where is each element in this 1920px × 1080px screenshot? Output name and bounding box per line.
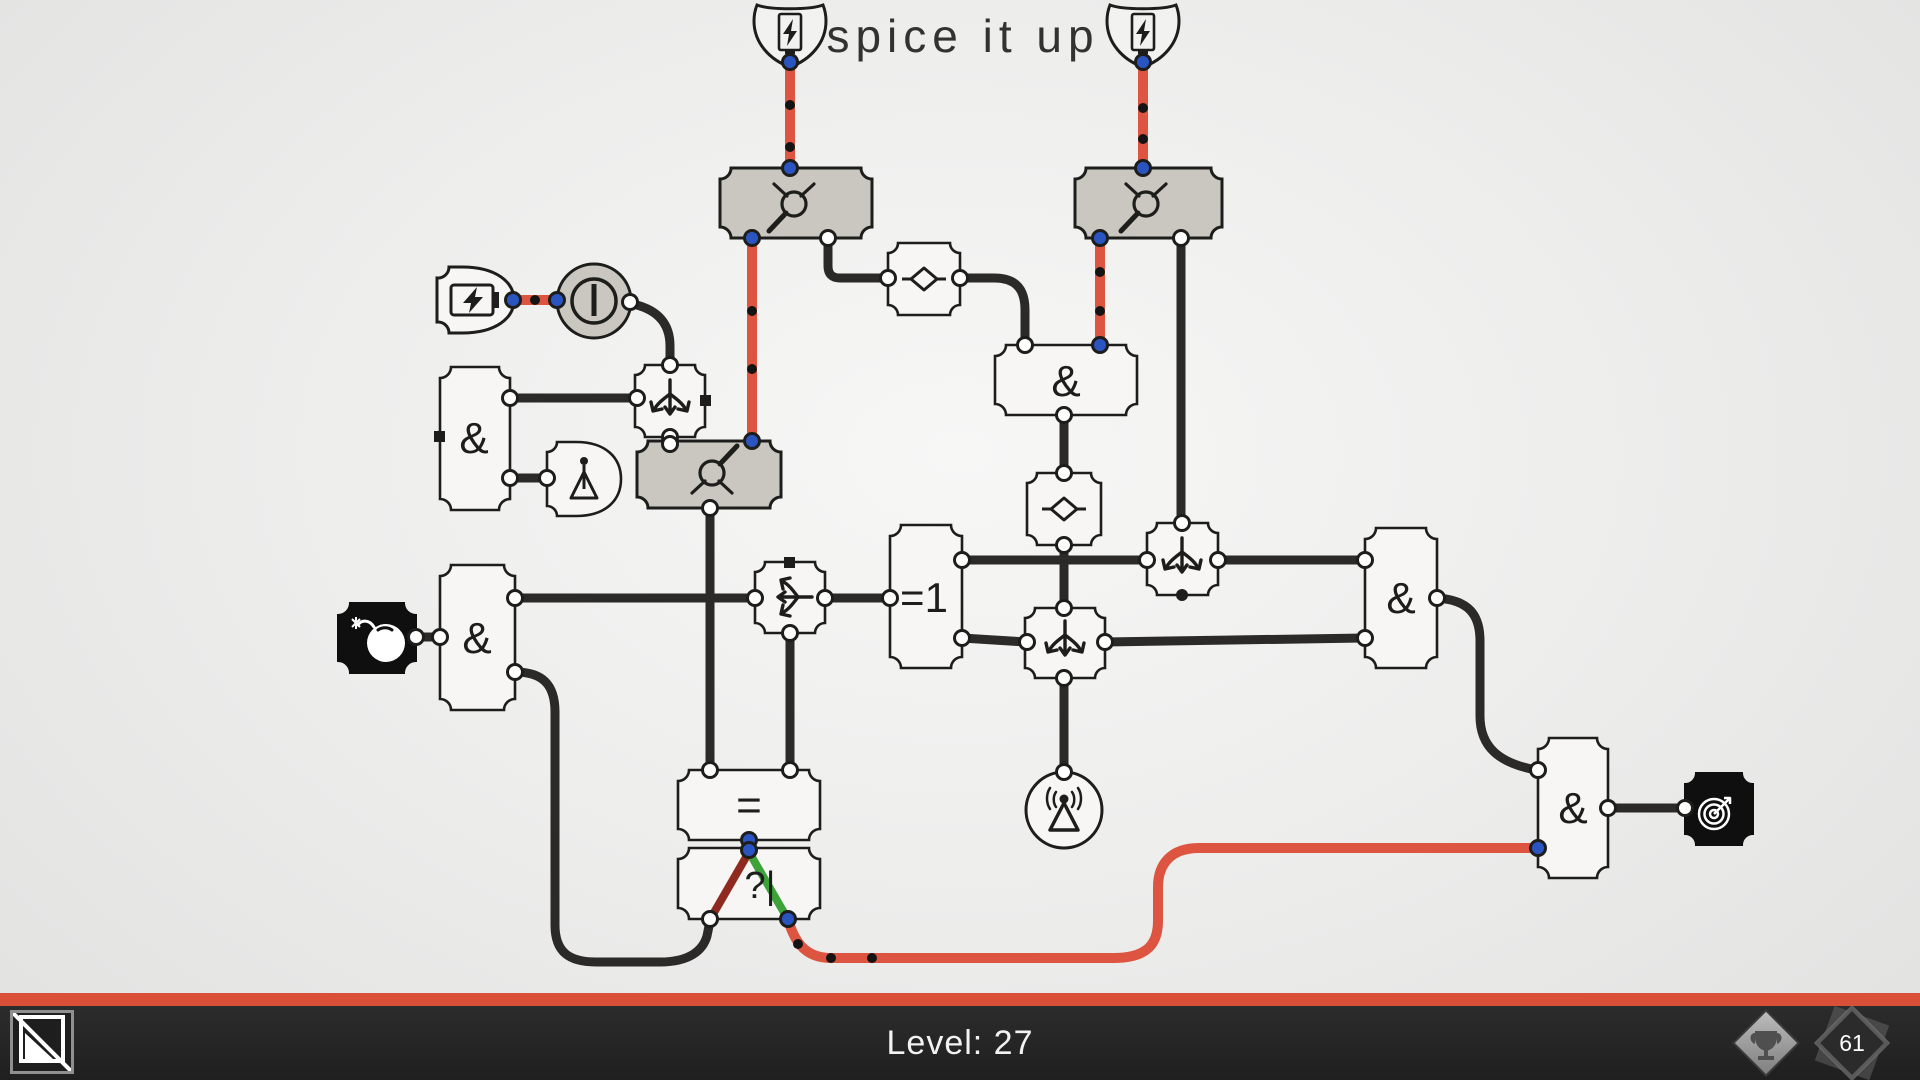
diode-icon [902, 266, 946, 292]
equal-label: = [736, 781, 762, 830]
and-gate-bottom-right: & [1536, 736, 1610, 880]
and-gate-upper-left: & [438, 365, 512, 512]
and-label: & [1386, 574, 1415, 623]
switch-icon [1118, 182, 1168, 234]
wire-power-to-splitter [623, 298, 675, 369]
connector-layer [407, 53, 1694, 928]
splitter-low [1023, 606, 1107, 680]
connector-unused [434, 431, 445, 442]
battery-icon [449, 283, 499, 317]
hud-bar: Level: 27 61 [0, 993, 1920, 1080]
target-icon [1697, 796, 1732, 831]
switch-icon [766, 182, 816, 234]
trophy-icon [1732, 1009, 1800, 1077]
splitter-west [753, 560, 827, 635]
split-icon [1044, 619, 1086, 657]
game-logo-icon [9, 1009, 75, 1075]
hud-bar-background [0, 1006, 1920, 1080]
menu-button[interactable] [9, 1009, 75, 1075]
level-title-group: spice it up [752, 3, 1181, 69]
score-badge-icon: 61 [1813, 1004, 1891, 1080]
indicator-lamp [545, 440, 623, 518]
switch-top-right[interactable] [1073, 166, 1224, 240]
wire-andleft-to-random [510, 667, 715, 967]
and-label: & [1051, 357, 1080, 406]
wire-splitterlow-to-andright [1100, 633, 1369, 647]
power-button[interactable] [555, 262, 633, 340]
bomb-node [337, 602, 417, 674]
xor-gate: =1 [888, 523, 964, 670]
wire-random-to-andbottom [783, 843, 1541, 963]
score-badge[interactable]: 61 [1810, 1004, 1894, 1080]
level-indicator: Level: 27 [886, 1023, 1034, 1062]
score-badge-count: 61 [1839, 1030, 1865, 1056]
connector-unused [700, 395, 711, 406]
switch-icon [690, 443, 740, 495]
bomb-icon [351, 617, 405, 662]
switch-mid[interactable] [635, 439, 783, 510]
and-label: & [462, 614, 491, 663]
power-shield-right [1105, 3, 1181, 69]
power-icon [570, 277, 618, 325]
wire-switchleft-to-diode [823, 233, 891, 283]
hud-bar-accent [0, 993, 1920, 1006]
xor-label: =1 [900, 574, 948, 621]
antenna-icon [1045, 786, 1083, 832]
diode-top [886, 241, 962, 317]
level-title: spice it up [826, 10, 1099, 62]
wire-xor-to-splitterlow [957, 633, 1031, 647]
and-gate-left: & [438, 563, 517, 712]
and-label: & [459, 414, 488, 463]
split-icon [649, 378, 691, 416]
antenna-node [1024, 770, 1104, 850]
and-label: & [1558, 784, 1587, 833]
target-node [1684, 772, 1754, 846]
achievements-button[interactable] [1730, 1006, 1802, 1080]
equal-gate: = [676, 768, 822, 842]
connector-unused [1176, 589, 1188, 601]
wire-layer [411, 55, 1689, 967]
battery-cell-node [435, 265, 516, 335]
signal-pulses [530, 100, 1148, 963]
battery-icon [1130, 12, 1156, 54]
wire-diode-to-andmid [955, 273, 1030, 349]
and-gate-right: & [1363, 526, 1439, 670]
lamp-icon [569, 457, 599, 500]
random-label: ?| [744, 865, 775, 907]
random-branch-true [745, 849, 790, 919]
diode-mid [1025, 471, 1103, 547]
split-icon [1161, 536, 1203, 574]
battery-icon [777, 12, 803, 54]
splitter-east [1145, 521, 1220, 597]
random-branch-false [708, 849, 753, 919]
switch-top-left[interactable] [718, 166, 874, 240]
splitter-top [633, 363, 707, 439]
diode-icon [1042, 496, 1086, 522]
power-shield-left [752, 3, 828, 69]
and-gate-mid: & [993, 343, 1139, 417]
wire-andright-to-andbottom [1432, 593, 1541, 775]
random-gate: ?| [676, 846, 822, 921]
connector-unused [784, 557, 795, 568]
split-icon [776, 576, 814, 618]
